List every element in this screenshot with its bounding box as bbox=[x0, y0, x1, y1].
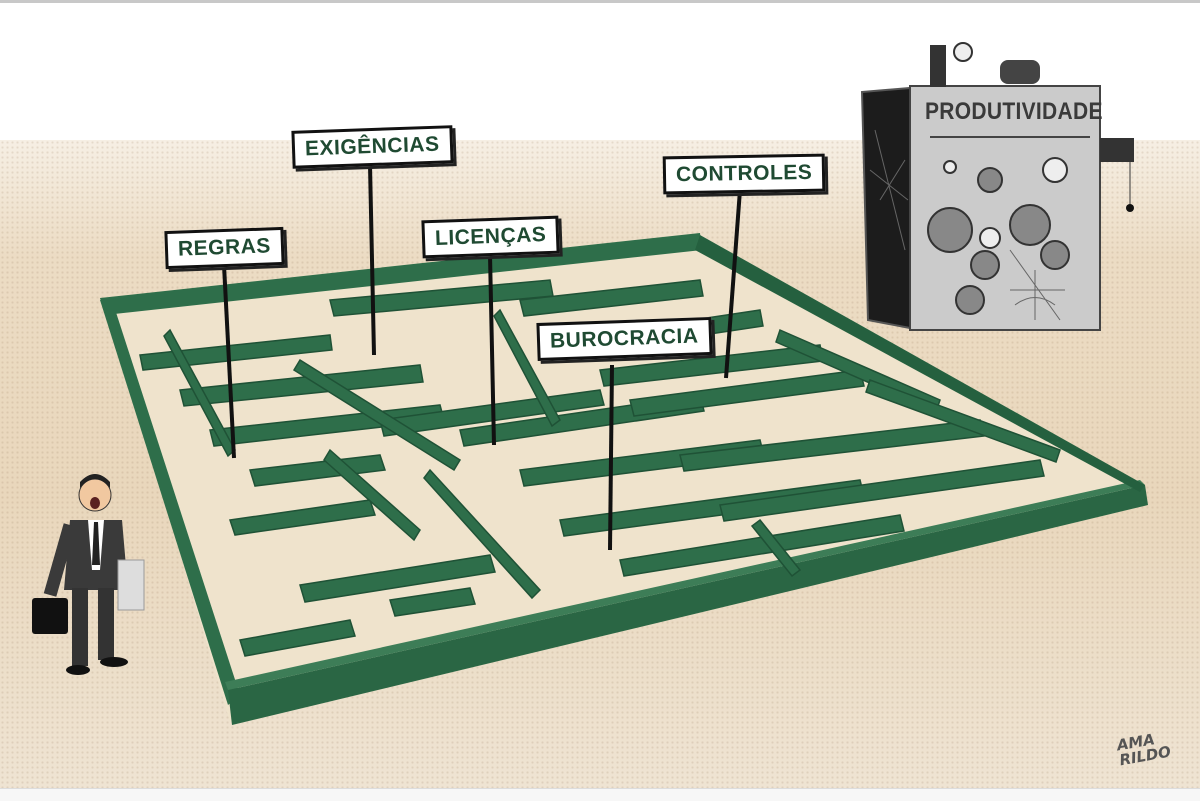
sign-regras: REGRAS bbox=[164, 226, 285, 270]
maze-wall-left bbox=[100, 300, 240, 705]
bottom-border bbox=[0, 788, 1200, 801]
businessman bbox=[32, 474, 145, 675]
productivity-machine bbox=[860, 42, 1134, 331]
sign-exigencias: EXIGÊNCIAS bbox=[291, 125, 454, 169]
maze-floor bbox=[105, 235, 1145, 722]
sign-licencas: LICENÇAS bbox=[421, 215, 560, 259]
maze-wall-right bbox=[695, 235, 1145, 492]
maze-wall-front-top bbox=[225, 480, 1145, 690]
maze-wall-front bbox=[228, 485, 1148, 725]
maze-inner-walls bbox=[139, 279, 1061, 657]
sign-poles bbox=[222, 164, 742, 551]
machine-label: PRODUTIVIDADE bbox=[925, 98, 1103, 125]
top-border bbox=[0, 0, 1200, 3]
sign-controles: CONTROLES bbox=[662, 153, 826, 195]
sign-burocracia: BUROCRACIA bbox=[536, 316, 713, 362]
